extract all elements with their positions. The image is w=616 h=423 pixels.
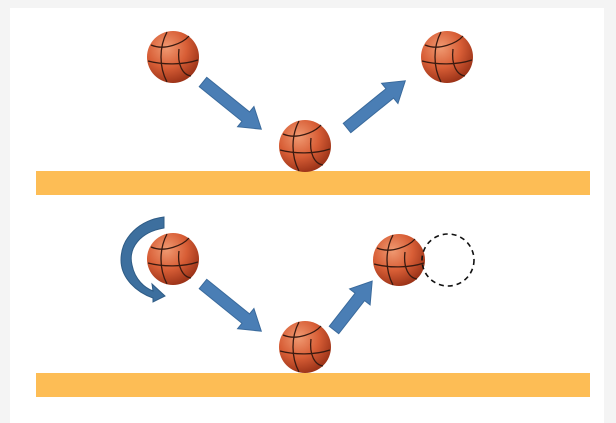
- basketball-end: [420, 30, 474, 84]
- ghost-ball-position: [421, 233, 475, 287]
- arrow-down-right-icon: [198, 76, 262, 130]
- floor: [36, 171, 590, 195]
- panel-bottom: [36, 216, 590, 397]
- arrow-up-right-icon: [342, 80, 406, 134]
- arrow-down-right-icon: [198, 278, 262, 332]
- basketball-start: [146, 232, 200, 286]
- basketball-bounce: [278, 119, 332, 173]
- basketball-start: [146, 30, 200, 84]
- arrow-up-right-icon: [328, 280, 373, 335]
- panel-top: [36, 30, 590, 195]
- floor: [36, 373, 590, 397]
- spin-arrow-icon: [120, 216, 166, 303]
- basketball-bounce: [278, 320, 332, 374]
- basketball-end: [372, 233, 426, 287]
